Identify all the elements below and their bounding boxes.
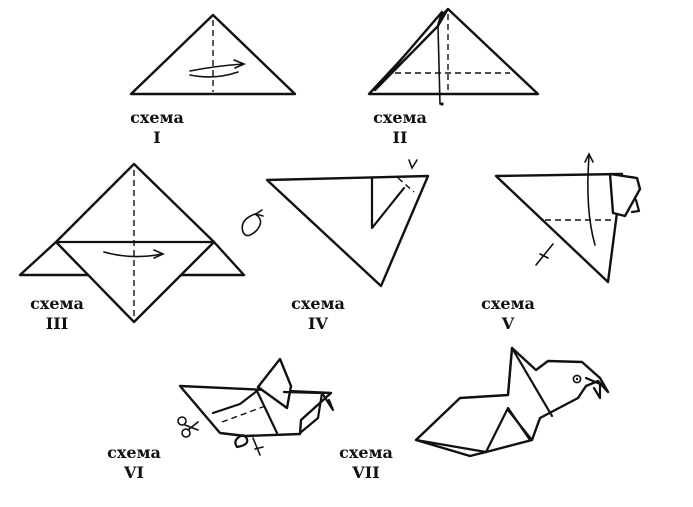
scheme-7-word: схема (339, 443, 393, 462)
scheme-7-tail-edge (414, 438, 488, 454)
scheme-2-triangle (367, 7, 540, 96)
scheme-6-word: схема (107, 443, 161, 462)
scheme-7-eye-pupil (575, 377, 579, 381)
scheme-3-arrowhead (153, 249, 165, 259)
scheme-6-inner-folds (211, 389, 279, 435)
scheme-1-word: схема (130, 108, 184, 127)
scissors-icon-ring-bottom (181, 428, 191, 438)
scheme-4-label: схема IV (291, 294, 345, 334)
scheme-6-arrow (252, 437, 261, 456)
scheme-3-numeral: III (45, 314, 69, 333)
scheme-2-word: схема (373, 108, 427, 127)
scheme-6-numeral: VI (124, 463, 144, 482)
scheme-4-triangle (265, 174, 430, 288)
scheme-4-numeral: IV (308, 314, 328, 333)
scheme-6-label: схема VI (107, 443, 161, 483)
scheme-4-push-mark (408, 159, 418, 170)
scheme-6-tail-curl (234, 434, 249, 449)
scheme-7-head-fold (506, 346, 554, 418)
scheme-5-label: схема V (481, 294, 535, 334)
scheme-2-figure (367, 7, 540, 106)
scheme-6-beak (320, 391, 335, 412)
scheme-7-eye (572, 374, 582, 384)
scheme-7-label: схема VII (339, 443, 393, 483)
scheme-2-dot (440, 102, 444, 106)
scheme-1-label: схема I (130, 108, 184, 148)
scheme-2-label: схема II (373, 108, 427, 148)
scissors-icon-blade-2 (187, 421, 199, 431)
scheme-1-fold-arrow (189, 63, 244, 72)
scheme-5-figure (494, 152, 642, 284)
scheme-7-bird (414, 346, 610, 458)
scheme-3-fold-arrow (103, 251, 163, 258)
scheme-6-figure (177, 357, 335, 456)
scheme-7-figure (414, 346, 610, 458)
scheme-1-arrowhead (233, 59, 247, 69)
scissors-icon-ring-top (177, 416, 187, 426)
scheme-3-label: схема III (30, 294, 84, 334)
scheme-5-cut-mark (535, 243, 554, 266)
scheme-2-guide-line (437, 25, 441, 105)
scheme-6-head-flap (256, 357, 293, 410)
scheme-5-cut-tick (539, 253, 549, 259)
scheme-7-body-crease (506, 408, 534, 442)
scheme-5-lift-arrow (587, 155, 596, 246)
scheme-4-figure (241, 159, 430, 288)
scheme-5-triangle (494, 172, 624, 284)
scheme-6-wing (282, 390, 324, 435)
scheme-5-beak (608, 172, 642, 218)
scheme-6-fold-line (221, 404, 269, 423)
scheme-7-numeral: VII (352, 463, 380, 482)
scheme-1-fold-arrow-curve (189, 71, 239, 78)
scheme-5-numeral: V (501, 314, 515, 333)
scheme-4-word: схема (291, 294, 345, 313)
scheme-1-numeral: I (153, 128, 161, 147)
scheme-5-beak-tip (630, 198, 641, 214)
scheme-7-beak (584, 376, 602, 400)
scheme-2-flap-edge (436, 7, 450, 28)
scheme-3-word: схема (30, 294, 84, 313)
scheme-4-beak-fold (397, 177, 415, 193)
scheme-2-numeral: II (392, 128, 408, 147)
scheme-4-turn-arrow (254, 209, 264, 217)
scheme-4-turn-over-icon (241, 213, 262, 237)
scheme-3-figure (18, 162, 246, 324)
scheme-1-figure (129, 13, 297, 96)
scheme-4-inner-fold (370, 176, 406, 230)
scheme-5-arrowhead (584, 152, 594, 163)
scheme-5-word: схема (481, 294, 535, 313)
scheme-6-arrow-tick (254, 446, 264, 450)
scheme-2-folded-flap (373, 10, 444, 92)
